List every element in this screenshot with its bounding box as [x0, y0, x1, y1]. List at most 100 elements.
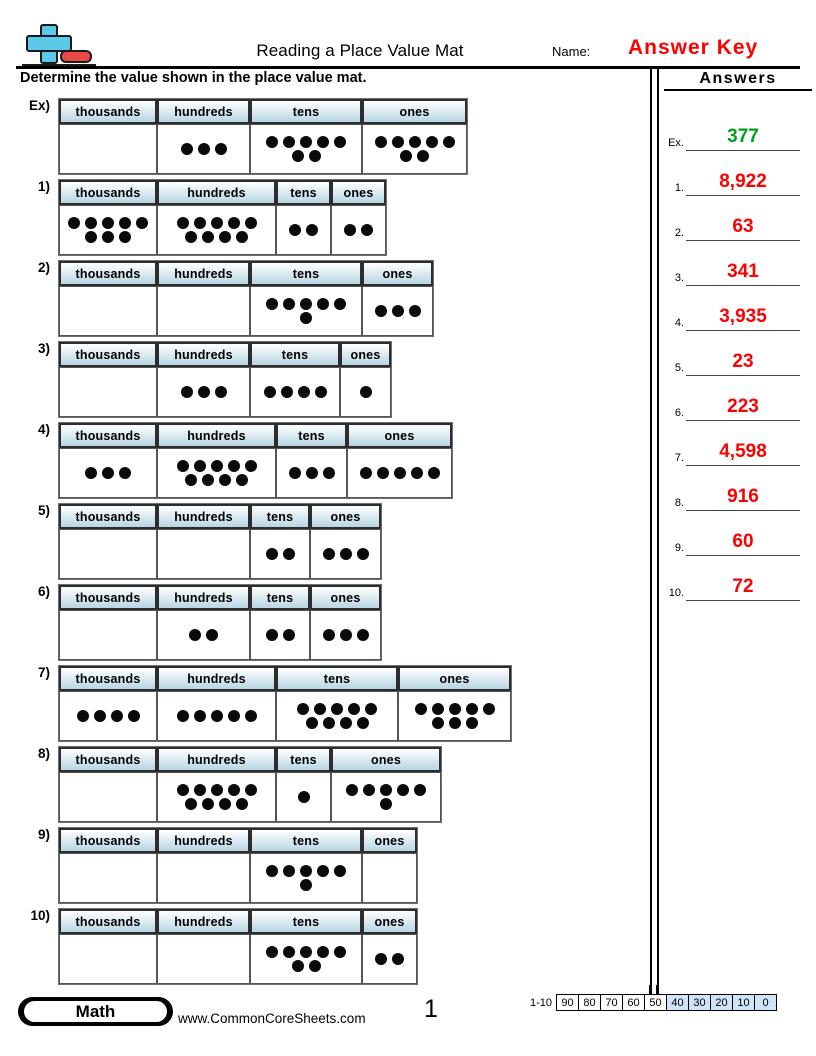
mat-body-row [59, 691, 511, 741]
place-value-dot [322, 717, 335, 729]
answer-value: 63 [732, 216, 754, 237]
mat-cell-ones [362, 853, 417, 903]
place-value-dot [283, 946, 295, 958]
mat-cell-tens [250, 124, 362, 174]
answer-blank-line [686, 464, 800, 466]
mat-cell-hundreds [157, 124, 250, 174]
mat-column-header-hundreds: hundreds [157, 261, 250, 286]
answer-blank-line [686, 554, 800, 556]
dot-row [185, 231, 248, 243]
place-value-dot [392, 953, 404, 965]
problem-number: 8) [37, 746, 50, 761]
mat-column-header-ones: ones [331, 747, 441, 772]
place-value-dot [119, 231, 131, 243]
answers-divider-line-right [657, 66, 659, 1001]
problem-number: 6) [37, 584, 50, 599]
answer-number: 5. [674, 362, 684, 374]
logo-baseline [22, 64, 96, 66]
place-value-dot [180, 143, 193, 155]
place-value-dot [110, 710, 123, 722]
mat-column-header-thousands: thousands [59, 180, 157, 205]
place-value-dot [361, 224, 373, 236]
mat-body-row [59, 934, 417, 984]
mat-cell-tens [250, 610, 310, 660]
answer-blank-line [686, 194, 800, 196]
place-value-dot [193, 784, 206, 796]
dot-row [400, 150, 429, 162]
scale-box-40: 40 [666, 994, 690, 1011]
answer-row: 7.4,598 [662, 421, 812, 466]
place-value-dot [189, 629, 201, 641]
problem-number: 1) [37, 179, 50, 194]
mat-cell-ones [362, 934, 417, 984]
mat-cell-ones [310, 610, 381, 660]
mat-cell-hundreds [157, 853, 250, 903]
mat-column-header-thousands: thousands [59, 423, 157, 448]
mat-column-header-hundreds: hundreds [157, 504, 250, 529]
answer-blank-line [686, 239, 800, 241]
place-value-dot [393, 467, 406, 479]
place-value-dot [291, 960, 304, 972]
dot-row [263, 386, 327, 398]
place-value-dot [236, 798, 248, 810]
scale-box-20: 20 [710, 994, 734, 1011]
place-value-dot [334, 946, 346, 958]
dot-row [291, 960, 321, 972]
dot-row [288, 467, 335, 479]
place-value-dot [448, 703, 461, 715]
problem-number: 5) [37, 503, 50, 518]
mat-cell-tens [250, 934, 362, 984]
place-value-dot [68, 217, 80, 229]
place-value-dot [334, 136, 346, 148]
place-value-dot [410, 467, 423, 479]
place-value-dot [193, 710, 206, 722]
mat-body-row [59, 853, 417, 903]
answer-number: 8. [674, 497, 684, 509]
problem-number: 7) [37, 665, 50, 680]
mat-column-header-thousands: thousands [59, 909, 157, 934]
place-value-dot [197, 143, 210, 155]
place-value-dot [442, 136, 455, 148]
mat-column-header-ones: ones [310, 504, 381, 529]
place-value-dot [119, 217, 131, 229]
website-url: www.CommonCoreSheets.com [178, 1011, 366, 1026]
place-value-dot [317, 298, 329, 310]
place-value-dot [176, 710, 189, 722]
problem-number: 10) [30, 908, 50, 923]
dot-row [176, 217, 257, 229]
dot-row [265, 548, 295, 560]
mat-cell-ones [347, 448, 452, 498]
place-value-dot [85, 231, 97, 243]
answer-blank-line [686, 149, 800, 151]
dot-row [185, 798, 248, 810]
place-value-dot [214, 143, 227, 155]
scale-box-0: 0 [754, 994, 778, 1011]
subject-badge-label: Math [24, 1001, 167, 1022]
place-value-dot [185, 798, 197, 810]
mat-cell-thousands [59, 448, 157, 498]
problem-number: 4) [37, 422, 50, 437]
dot-row [176, 460, 257, 472]
mat-column-header-thousands: thousands [59, 747, 157, 772]
place-value-dot [210, 710, 223, 722]
mat-cell-tens [250, 286, 362, 336]
mat-column-header-thousands: thousands [59, 828, 157, 853]
dot-row [375, 953, 404, 965]
mat-column-header-thousands: thousands [59, 585, 157, 610]
mat-column-header-thousands: thousands [59, 342, 157, 367]
place-value-dot [283, 865, 295, 877]
place-value-dot [334, 865, 346, 877]
answer-row: 1.8,922 [662, 151, 812, 196]
dot-row [359, 467, 440, 479]
footer-tick-left [649, 985, 651, 995]
dot-row [431, 717, 478, 729]
place-value-dot [180, 386, 193, 398]
mat-cell-thousands [59, 205, 157, 255]
place-value-dot [244, 710, 257, 722]
